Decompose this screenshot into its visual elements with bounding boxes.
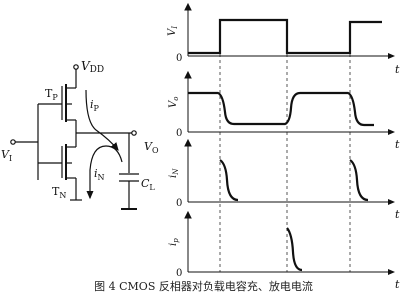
in-waveform [219,159,369,202]
vdd-terminal [73,64,79,70]
vo-plot-ylabel: Vo [168,97,180,108]
waveform-axes [184,2,395,275]
ip-plot-ylabel: ip [168,238,180,246]
tn-label: TN [52,185,66,200]
tp-label: TP [45,87,58,102]
vi-label: VI [1,148,12,163]
vi-plot-xlabel: t [395,63,400,76]
cl-label: CL [141,177,155,192]
in-label: iN [94,167,105,182]
ip-plot-xlabel: t [395,278,400,291]
figure-caption: 图 4 CMOS 反相器对负载电容充、放电电流 [94,280,313,293]
ip-label: iP [90,98,100,113]
in-plot-xlabel: t [395,208,400,221]
vo-label: VO [144,140,159,155]
in-plot-origin: 0 [176,198,182,209]
vi-plot-origin: 0 [176,53,182,64]
vo-plot-xlabel: t [395,138,400,151]
cmos-circuit [10,64,139,210]
in-current-path [86,145,123,200]
vi-terminal [10,139,16,145]
ip-waveform [286,227,303,272]
ip-current-path [85,89,119,151]
vo-plot-origin: 0 [176,128,182,139]
in-plot-ylabel: iN [168,168,180,178]
vdd-label: VDD [81,59,104,75]
ip-plot-origin: 0 [176,268,182,279]
vo-terminal [131,130,137,136]
vo-waveform [188,91,374,127]
vi-plot-ylabel: VI [167,26,179,36]
vi-waveform [188,18,382,55]
